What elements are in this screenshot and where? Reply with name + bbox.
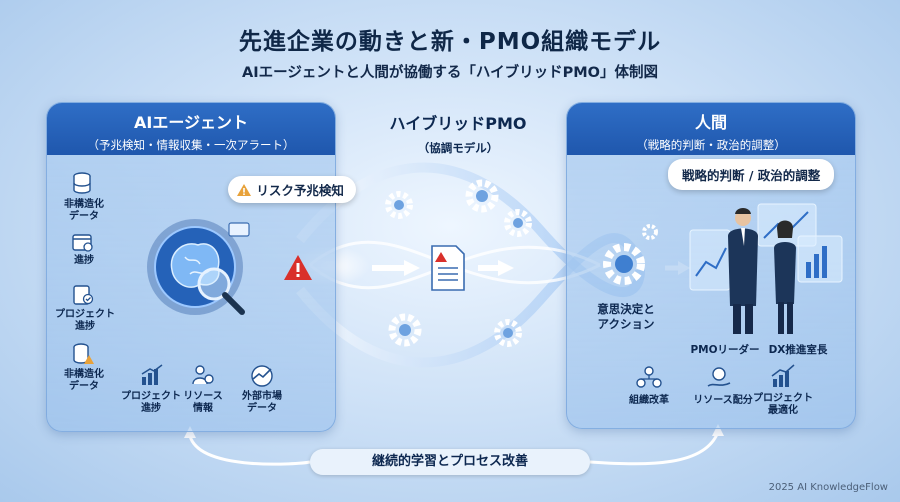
hybrid-pmo-subheading: （協調モデル） bbox=[417, 141, 499, 155]
gear-icon bbox=[465, 179, 499, 213]
hybrid-pmo-heading: ハイブリッドPMO bbox=[389, 114, 527, 133]
role-pmo-leader: PMOリーダー bbox=[690, 344, 760, 356]
human-heading: 人間 bbox=[694, 113, 727, 132]
ai-agent-subheading: （予兆検知・情報収集・一次アラート） bbox=[87, 138, 295, 152]
gear-icon bbox=[494, 319, 522, 347]
page-subtitle: AIエージェントと人間が協働する「ハイブリッドPMO」体制図 bbox=[242, 65, 658, 81]
calendar-icon bbox=[72, 234, 93, 252]
growth-chart-icon bbox=[771, 364, 795, 387]
risk-detection-label: リスク予兆検知 bbox=[256, 183, 344, 198]
gear-icon bbox=[504, 209, 532, 237]
right-bottom-item-1-label: 組織改革 bbox=[629, 395, 669, 406]
risk-detection-callout: リスク予兆検知 bbox=[228, 176, 356, 203]
warning-icon bbox=[237, 184, 251, 196]
money-hand-icon bbox=[707, 367, 731, 387]
human-panel-header: 人間 （戦略的判断・政治的調整） bbox=[567, 103, 855, 155]
clipboard-check-icon bbox=[73, 285, 94, 305]
decision-gear-icon bbox=[603, 243, 645, 285]
chat-bubble-icon bbox=[228, 222, 250, 237]
org-structure-icon bbox=[636, 366, 662, 388]
gear-icon bbox=[385, 191, 413, 219]
decision-label: 意思決定とアクション bbox=[597, 302, 655, 331]
right-bottom-item-2-label: リソース配分 bbox=[693, 395, 753, 406]
left-item-1-label: 非構造化データ bbox=[64, 199, 104, 222]
role-dx-director: DX推進室長 bbox=[768, 344, 828, 356]
continuous-improvement-bar: 継続的学習とプロセス改善 bbox=[310, 449, 590, 475]
bottom-item-2-label: リソース情報 bbox=[183, 391, 223, 414]
hybrid-pmo-title: ハイブリッドPMO （協調モデル） bbox=[368, 110, 548, 156]
gear-icon bbox=[388, 313, 422, 347]
strategy-callout: 戦略的判断 / 政治的調整 bbox=[668, 159, 835, 190]
page-title: 先進企業の動きと新・PMO組織モデル bbox=[238, 29, 662, 55]
bar-chart-icon bbox=[141, 364, 163, 385]
human-subheading: （戦略的判断・政治的調整） bbox=[636, 138, 786, 152]
database-alert-icon bbox=[73, 343, 94, 364]
copyright: 2025 AI KnowledgeFlow bbox=[768, 482, 888, 493]
globe-chart-icon bbox=[251, 365, 273, 387]
database-icon bbox=[73, 172, 91, 194]
ai-agent-panel-header: AIエージェント （予兆検知・情報収集・一次アラート） bbox=[47, 103, 335, 155]
right-bottom-item-3-label: プロジェクト最適化 bbox=[753, 393, 813, 416]
left-item-2-label: 進捗 bbox=[74, 255, 94, 266]
left-item-3-label: プロジェクト進捗 bbox=[55, 309, 115, 332]
bottom-item-1-label: プロジェクト進捗 bbox=[121, 391, 181, 414]
left-item-4-label: 非構造化データ bbox=[64, 369, 104, 392]
ai-agent-heading: AIエージェント bbox=[133, 113, 249, 132]
gear-icon bbox=[642, 224, 658, 240]
executives-illustration bbox=[689, 203, 843, 334]
ai-agent-panel: AIエージェント （予兆検知・情報収集・一次アラート） bbox=[46, 102, 336, 432]
ai-brain-icon bbox=[147, 219, 245, 315]
bottom-item-3-label: 外部市場データ bbox=[242, 391, 282, 414]
document-alert-icon bbox=[431, 245, 465, 291]
people-gear-icon bbox=[192, 365, 214, 385]
red-warning-icon bbox=[284, 255, 312, 280]
